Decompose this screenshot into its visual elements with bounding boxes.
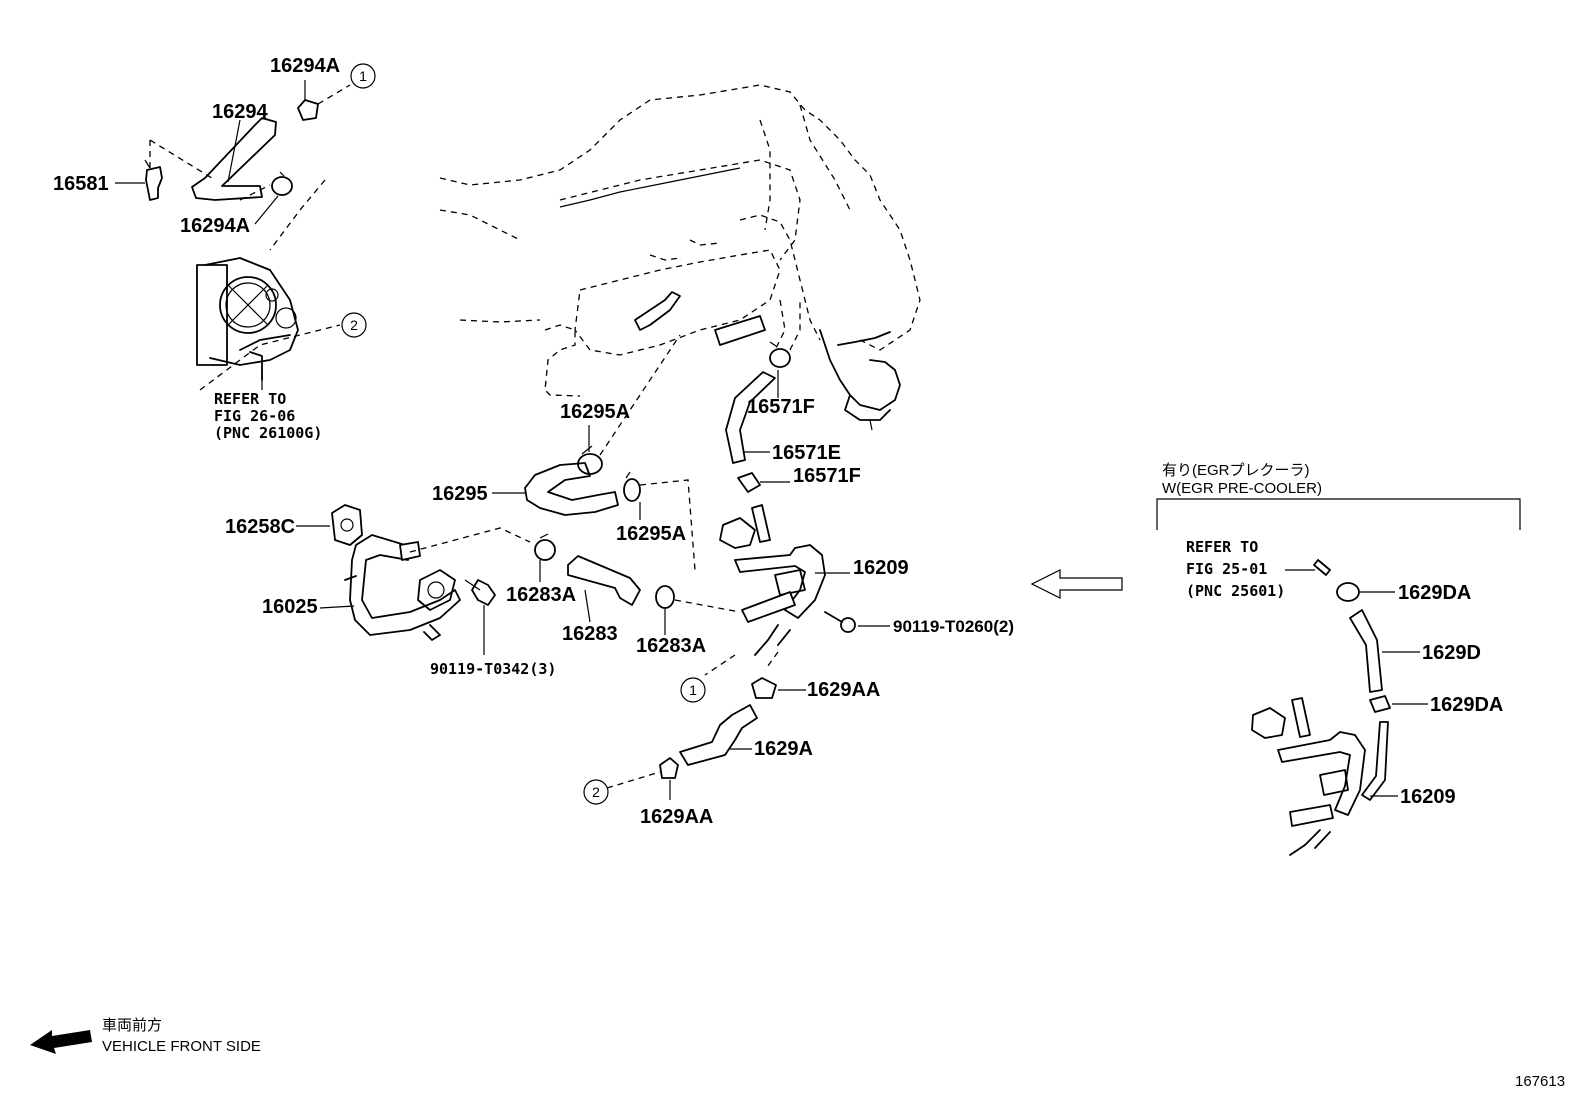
label-1629AA-bottom: 1629AA xyxy=(640,806,713,828)
callout-1-label: 1 xyxy=(359,68,367,84)
bolt-90119-T0260 xyxy=(824,611,856,633)
ref-throttle-line3: (PNC 26100G) xyxy=(214,424,322,442)
label-16571F-top: 16571F xyxy=(747,396,815,418)
callout-circle-1-top: 1 xyxy=(350,63,376,89)
hose-1629A-group xyxy=(606,677,777,789)
reference-arrow-icon xyxy=(1030,569,1123,599)
label-bolt-0342: 90119-T0342(3) xyxy=(430,660,556,678)
label-16295: 16295 xyxy=(432,483,488,505)
egr-header-en: W(EGR PRE-COOLER) xyxy=(1162,480,1322,497)
label-16294: 16294 xyxy=(212,101,268,123)
label-16283A-right: 16283A xyxy=(636,635,706,657)
label-16294A-top: 16294A xyxy=(270,55,340,77)
label-16283: 16283 xyxy=(562,623,618,645)
pipe-16025-assembly xyxy=(331,504,531,641)
label-16295A-bottom: 16295A xyxy=(616,523,686,545)
egr-label-1629DA-top: 1629DA xyxy=(1398,582,1471,604)
label-16025: 16025 xyxy=(262,596,318,618)
label-16571F-bottom: 16571F xyxy=(793,465,861,487)
ref-throttle-line1: REFER TO xyxy=(214,390,286,408)
label-16258C: 16258C xyxy=(225,516,295,538)
callout-circle-2-bottom: 2 xyxy=(583,779,609,805)
figure-number: 167613 xyxy=(1515,1073,1565,1090)
label-16295A-top: 16295A xyxy=(560,401,630,423)
callout-2b-label: 2 xyxy=(592,784,600,800)
label-16581: 16581 xyxy=(53,173,109,195)
direction-label-jp: 車両前方 xyxy=(102,1017,162,1034)
engine-outline xyxy=(439,84,921,431)
hose-16571-group xyxy=(725,300,801,493)
hose-16283-group xyxy=(534,533,741,613)
label-16209: 16209 xyxy=(853,557,909,579)
label-16294A-bottom: 16294A xyxy=(180,215,250,237)
label-16283A-left: 16283A xyxy=(506,584,576,606)
direction-label-en: VEHICLE FRONT SIDE xyxy=(102,1038,261,1055)
callout-circle-2-top: 2 xyxy=(341,312,367,338)
egr-header-jp: 有り(EGRプレクーラ) xyxy=(1162,462,1310,479)
label-bolt-0260: 90119-T0260(2) xyxy=(893,617,1014,636)
pipe-16209 xyxy=(704,504,826,676)
egr-ref-line3: (PNC 25601) xyxy=(1186,582,1285,600)
egr-label-16209: 16209 xyxy=(1400,786,1456,808)
label-1629AA-top: 1629AA xyxy=(807,679,880,701)
throttle-body-assembly xyxy=(144,99,341,391)
egr-precooler-inset: 有り(EGRプレクーラ) W(EGR PRE-COOLER) REFER TO … xyxy=(1156,462,1521,856)
front-direction-arrow-icon xyxy=(30,1030,92,1054)
hose-16295-group xyxy=(524,334,696,571)
callout-2-label: 2 xyxy=(350,317,358,333)
egr-label-1629D: 1629D xyxy=(1422,642,1481,664)
label-1629A: 1629A xyxy=(754,738,813,760)
egr-label-1629DA-bottom: 1629DA xyxy=(1430,694,1503,716)
label-16571E: 16571E xyxy=(772,442,841,464)
callout-circle-1-bottom: 1 xyxy=(680,677,706,703)
egr-ref-line2: FIG 25-01 xyxy=(1186,560,1267,578)
ref-throttle-line2: FIG 26-06 xyxy=(214,407,295,425)
egr-ref-line1: REFER TO xyxy=(1186,538,1258,556)
callout-1b-label: 1 xyxy=(689,682,697,698)
